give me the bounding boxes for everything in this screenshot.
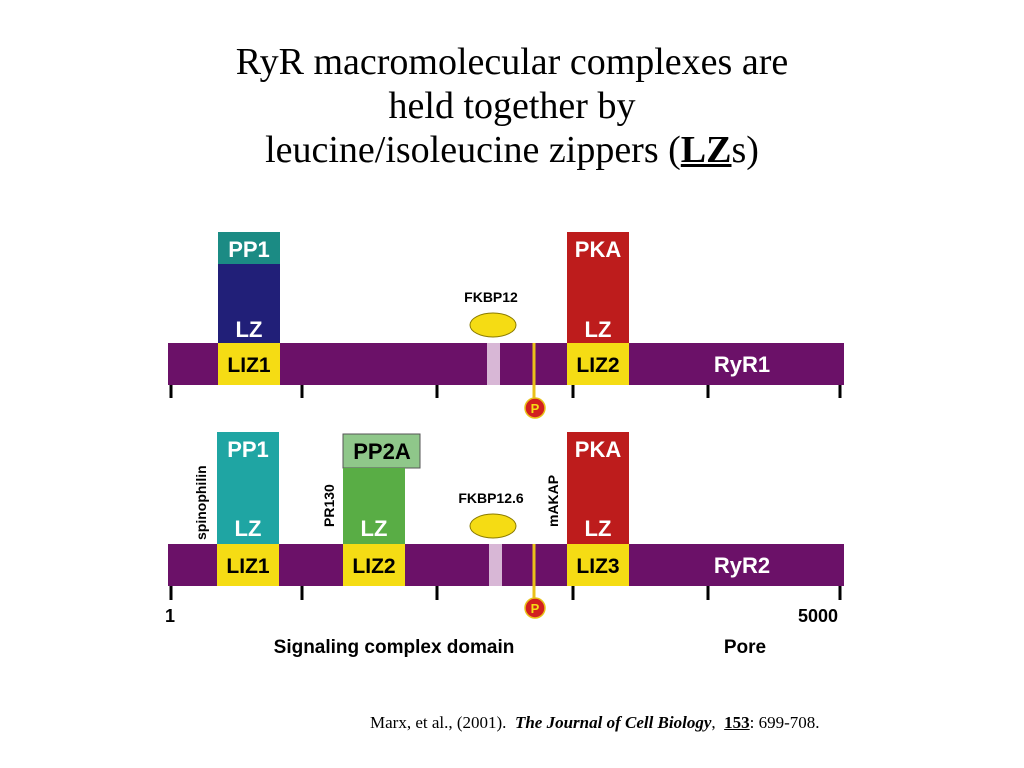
- ryr2-row: PP1 PP2A PKA LZ LZ LZ LIZ1 LIZ2 LIZ3 RyR…: [168, 432, 844, 619]
- citation-volume: 153: [724, 713, 750, 732]
- ryr2-fkbp-site: [489, 544, 502, 586]
- axis-end-label: 5000: [798, 606, 838, 626]
- ryr2-bar: [168, 544, 844, 586]
- ryr2-spinophilin-label: spinophilin: [193, 465, 209, 540]
- signaling-domain-label: Signaling complex domain: [274, 637, 515, 658]
- citation-journal: The Journal of Cell Biology: [514, 713, 712, 732]
- ryr1-phospho-label: P: [531, 401, 540, 416]
- ryr1-bar: [168, 343, 844, 385]
- ryr1-axis-ticks: [169, 385, 842, 398]
- title-line-3-pre: leucine/isoleucine zippers (: [265, 129, 681, 171]
- title-lz-abbrev: LZ: [680, 129, 732, 171]
- citation-authors: Marx, et al., (2001).: [370, 713, 507, 732]
- ryr2-phospho-label: P: [531, 601, 540, 616]
- ryr2-pp2a-label: PP2A: [353, 439, 411, 464]
- ryr1-pp1-body: [218, 264, 280, 343]
- ryr1-pp1-label: PP1: [228, 237, 270, 262]
- title-line-3: leucine/isoleucine zippers (LZs): [0, 128, 1024, 172]
- ryr1-row: PP1 PKA LZ LZ LIZ1 LIZ2 RyR1 FKBP12 P: [168, 232, 844, 419]
- ryr1-liz2-label: LIZ2: [576, 354, 619, 377]
- ryr2-fkbp-label: FKBP12.6: [458, 490, 524, 506]
- citation-pages: : 699-708.: [749, 713, 820, 732]
- ryr1-name-label: RyR1: [714, 352, 770, 377]
- title-line-2: held together by: [388, 85, 636, 127]
- ryr1-liz1-box: [218, 343, 280, 385]
- pore-label: Pore: [724, 637, 766, 658]
- ryr2-liz2-label: LIZ2: [352, 555, 395, 578]
- ryr2-pp1-label: PP1: [227, 437, 269, 462]
- title-line-1: RyR macromolecular complexes are: [235, 41, 789, 83]
- ryr2-liz2-box: [343, 544, 405, 586]
- slide-title: RyR macromolecular complexes are held to…: [0, 40, 1024, 172]
- ryr2-liz1-label: LIZ1: [226, 555, 269, 578]
- ryr1-liz2-box: [567, 343, 629, 385]
- citation: Marx, et al., (2001). The Journal of Cel…: [370, 713, 1010, 733]
- ryr2-makap-label: mAKAP: [545, 475, 561, 527]
- title-line-3-post: s): [731, 129, 759, 171]
- ryr1-phospho-circle: [524, 397, 546, 419]
- ryr2-pr130-label: PR130: [321, 484, 337, 527]
- ryr1-fkbp-label: FKBP12: [464, 289, 518, 305]
- citation-sep: ,: [711, 713, 716, 732]
- axis-start-label: 1: [165, 606, 175, 626]
- ryr1-fkbp-ellipse: [469, 312, 517, 338]
- ryr2-pka-box: [567, 432, 629, 544]
- ryr1-lz-left-label: LZ: [236, 317, 263, 342]
- ryr1-pka-box: [567, 232, 629, 343]
- ryr2-name-label: RyR2: [714, 553, 770, 578]
- ryr2-lz-3-label: LZ: [585, 516, 612, 541]
- ryr1-lz-right-label: LZ: [585, 317, 612, 342]
- ryr2-liz1-box: [217, 544, 279, 586]
- ryr2-pp2a-top: [342, 433, 421, 469]
- ryr2-lz-2-label: LZ: [361, 516, 388, 541]
- ryr2-pp1-box: [217, 432, 279, 544]
- ryr2-pka-label: PKA: [575, 437, 622, 462]
- ryr2-liz3-label: LIZ3: [576, 555, 619, 578]
- ryr2-axis-ticks: [169, 586, 842, 600]
- ryr2-fkbp-ellipse: [469, 513, 517, 539]
- ryr2-pp2a-body: [343, 468, 405, 544]
- ryr1-liz1-label: LIZ1: [227, 354, 270, 377]
- ryr2-liz3-box: [567, 544, 629, 586]
- ryr1-fkbp-site: [487, 343, 500, 385]
- ryr2-phospho-circle: [524, 597, 546, 619]
- ryr1-pp1-top: [218, 232, 280, 264]
- ryr2-lz-1-label: LZ: [235, 516, 262, 541]
- ryr1-pka-label: PKA: [575, 237, 622, 262]
